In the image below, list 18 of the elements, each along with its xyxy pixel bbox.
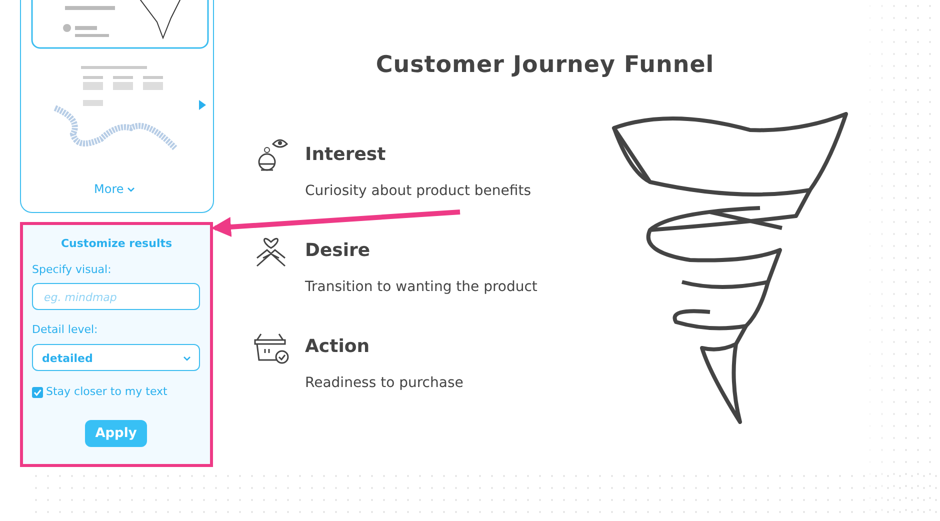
field-label: Specify visual: (32, 263, 112, 276)
arrow (211, 210, 460, 237)
diagram-title: Customer Journey Funnel (374, 52, 716, 78)
apply-button: Apply (85, 420, 147, 447)
stage-heading: Action (305, 336, 370, 357)
field-label: Detail level: (32, 323, 98, 336)
stage-description: Transition to wanting the product (305, 279, 538, 295)
panel-heading: Customize results (60, 237, 174, 250)
stage-heading: Desire (305, 240, 370, 261)
stage-heading: Interest (305, 144, 386, 165)
dropdown: detailed (32, 344, 200, 371)
thumbnail-panel (20, 0, 214, 213)
customize-panel (20, 222, 213, 467)
input-field: eg. mindmap (32, 283, 200, 310)
more-link: More (94, 182, 132, 196)
checkbox-label: Stay closer to my text (46, 385, 168, 398)
stage-description: Readiness to purchase (305, 375, 464, 391)
stage-description: Curiosity about product benefits (305, 183, 531, 199)
